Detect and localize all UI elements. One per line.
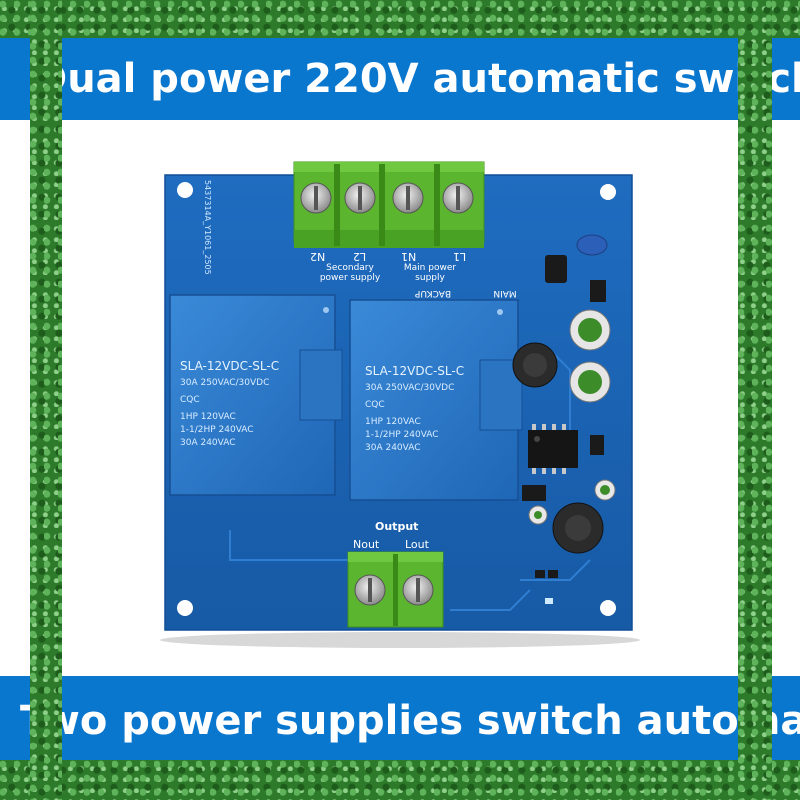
- relay-1-cert: CQC: [180, 395, 200, 405]
- relay-1-hp-240: 1-1/2HP 240VAC: [180, 425, 254, 435]
- terminal-label-l2: L2: [353, 250, 367, 263]
- grass-border-bottom: [0, 760, 800, 800]
- board-shadow: [160, 632, 640, 648]
- mount-hole-bl: [177, 600, 193, 616]
- mount-hole-tr: [600, 184, 616, 200]
- mount-hole-br: [600, 600, 616, 616]
- board-serial: 5437314A_Y1061_2505: [203, 180, 212, 275]
- grass-border-right: [738, 0, 772, 800]
- output-terminal-lout: Lout: [405, 538, 429, 551]
- relay-1-label: SLA-12VDC-SL-C 30A 250VAC/30VDC CQC 1HP …: [180, 360, 279, 450]
- relay-2-cert: CQC: [365, 400, 385, 410]
- output-terminal-block: [347, 551, 444, 628]
- relay-1-hp-120: 1HP 120VAC: [180, 412, 236, 422]
- relay-1-model: SLA-12VDC-SL-C: [180, 359, 280, 373]
- relay-2-hp-240: 1-1/2HP 240VAC: [365, 430, 439, 440]
- relay-2-amp: 30A 240VAC: [365, 443, 421, 453]
- relay-1-amp: 30A 240VAC: [180, 438, 236, 448]
- relay-2-body: [349, 299, 523, 501]
- main-tag-label: MAIN: [493, 288, 517, 298]
- top-terminal-block: [293, 161, 485, 248]
- bottom-banner: Two power supplies switch automaticall: [0, 676, 800, 760]
- grass-border-top: [0, 0, 800, 38]
- top-banner: Dual power 220V automatic switche: [0, 38, 800, 120]
- backup-label: BACKUP: [414, 288, 452, 298]
- relay-2-label: SLA-12VDC-SL-C 30A 250VAC/30VDC CQC 1HP …: [365, 365, 464, 455]
- pcb-board: 5437314A_Y1061_2505 N2 L2 N1 L1 Secondar…: [150, 150, 650, 650]
- relay-1-rating: 30A 250VAC/30VDC: [180, 378, 270, 388]
- relay-1-body: [169, 294, 343, 496]
- terminal-label-n2: N2: [310, 250, 326, 263]
- terminal-label-l1: L1: [453, 250, 467, 263]
- control-circuit: [512, 234, 616, 604]
- pcb-graphic: [160, 161, 640, 648]
- relay-2-rating: 30A 250VAC/30VDC: [365, 383, 455, 393]
- secondary-supply-label: Secondary power supply: [319, 263, 381, 283]
- output-label: Output: [375, 520, 419, 533]
- output-terminal-nout: Nout: [353, 538, 380, 551]
- main-supply-label: Main power supply: [403, 263, 457, 283]
- relay-2-hp-120: 1HP 120VAC: [365, 417, 421, 427]
- relay-2-model: SLA-12VDC-SL-C: [365, 364, 465, 378]
- mount-hole-tl: [177, 182, 193, 198]
- terminal-label-n1: N1: [401, 250, 417, 263]
- grass-border-left: [30, 0, 62, 800]
